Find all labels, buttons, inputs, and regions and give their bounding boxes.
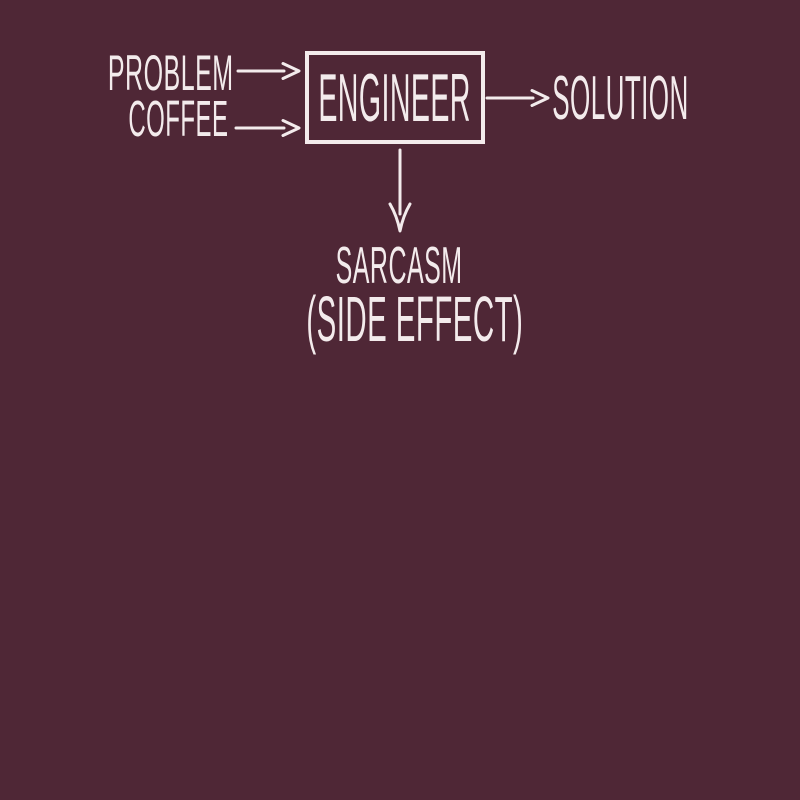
side-effect-arrow-head-icon [388,202,412,233]
solution-label-text: SOLUTION [551,63,689,133]
problem-arrow-head-icon [281,62,301,80]
sarcasm-label-text: SARCASM [335,236,463,295]
engineer-process-box: ENGINEER [305,51,485,144]
problem-label-text: PROBLEM [108,44,234,101]
coffee-arrow-head-icon [281,119,301,137]
problem-label: PROBLEM [108,48,233,98]
solution-label: SOLUTION [552,67,688,129]
engineer-label-text: ENGINEER [318,59,472,136]
side-effect-label: (SIDE EFFECT) [300,283,530,355]
coffee-label-text: COFFEE [128,89,229,147]
solution-arrow-head-icon [530,89,550,107]
side-effect-label-text: (SIDE EFFECT) [306,283,524,355]
coffee-label: COFFEE [128,93,228,144]
sarcasm-label: SARCASM [330,240,468,292]
